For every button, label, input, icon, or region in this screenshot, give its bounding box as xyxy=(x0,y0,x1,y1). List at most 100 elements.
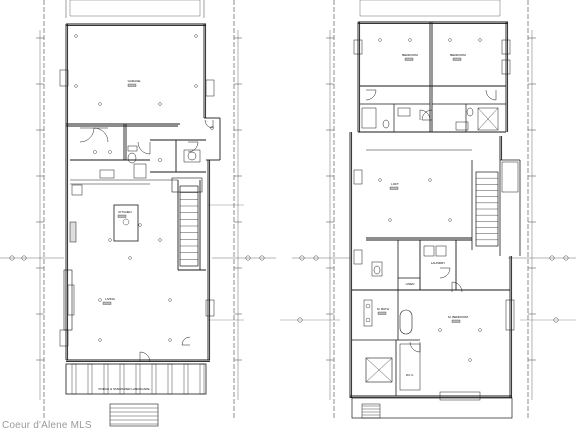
door-swing xyxy=(421,109,433,121)
shower-2 xyxy=(477,107,499,131)
loft-tag xyxy=(389,186,399,190)
ceiling-light xyxy=(194,34,198,38)
ceiling-light xyxy=(98,298,102,302)
light-fixture xyxy=(210,126,214,130)
toilet-1 xyxy=(382,119,390,129)
shower-x xyxy=(477,107,499,131)
door-swing xyxy=(439,267,451,279)
front-steps xyxy=(109,403,159,427)
ceiling-light xyxy=(194,84,198,88)
bedroom-tag xyxy=(452,57,462,61)
ceiling-light xyxy=(158,238,162,242)
door-swing xyxy=(365,89,377,101)
island-sink xyxy=(122,218,130,226)
door-swing xyxy=(409,341,421,353)
water-heater xyxy=(183,149,201,163)
kitchen-room-tag xyxy=(117,214,127,218)
window xyxy=(353,169,363,185)
top-dim-box xyxy=(69,0,201,17)
porch-post xyxy=(199,363,205,395)
door-swing-mud xyxy=(93,127,109,143)
room-label-master-bath: M. BATH xyxy=(377,307,389,311)
window xyxy=(353,39,363,55)
door-swing xyxy=(419,109,431,121)
room-label-linen: LINEN xyxy=(406,282,415,286)
window-master-bottom xyxy=(439,391,481,401)
vanity-2 xyxy=(455,121,469,131)
porch-post xyxy=(103,363,109,395)
grid-bubble xyxy=(297,317,303,323)
ceiling-light xyxy=(438,328,442,332)
pantry-shelf xyxy=(71,184,83,196)
grid-bubble xyxy=(299,255,305,261)
ceiling-light xyxy=(138,223,142,227)
window xyxy=(205,79,215,97)
refrigerator xyxy=(133,163,147,179)
deck-outline xyxy=(351,397,513,419)
ceiling-light xyxy=(468,358,472,362)
vanity-master xyxy=(363,299,373,327)
bath-tag xyxy=(377,311,387,315)
ceiling-light xyxy=(448,38,452,42)
sink-vanity xyxy=(127,145,138,152)
range xyxy=(99,169,115,179)
top-dim-box xyxy=(359,0,501,17)
ceiling-light xyxy=(388,218,392,222)
grid-bubble xyxy=(245,255,251,261)
ceiling-light xyxy=(98,338,102,342)
garage-room-tag xyxy=(127,83,137,87)
door-swing-side xyxy=(204,119,214,129)
closet-shelving xyxy=(399,343,421,391)
ceiling-light xyxy=(108,238,112,242)
grid-bubble xyxy=(553,317,559,323)
porch-post xyxy=(119,363,125,395)
room-label-living: LIVING xyxy=(105,297,116,301)
window xyxy=(59,329,69,347)
stair-landing xyxy=(171,177,203,193)
porch-post xyxy=(183,363,189,395)
light-fixture xyxy=(93,150,97,154)
mls-watermark: Coeur d'Alene MLS xyxy=(2,420,92,431)
window xyxy=(353,249,363,265)
toilet-master-box xyxy=(371,261,383,277)
window-stair xyxy=(501,161,519,193)
door-swing xyxy=(187,141,199,153)
door-swing xyxy=(181,336,191,346)
vanity-1 xyxy=(397,107,411,117)
built-in xyxy=(67,284,75,316)
ceiling-light xyxy=(478,328,482,332)
door-swing-bath xyxy=(137,141,151,155)
grid-bubble xyxy=(21,255,27,261)
ceiling-light xyxy=(74,84,78,88)
kitchen-island xyxy=(113,204,139,242)
fireplace xyxy=(63,269,73,331)
room-labels: GARAGE KITCHEN LIVING PORCH & STAIRS PER… xyxy=(98,53,468,391)
door-swing-front xyxy=(139,351,151,363)
room-label-laundry: LAUNDRY xyxy=(431,261,445,265)
light-fixture xyxy=(108,150,112,154)
toilet-2 xyxy=(466,107,474,117)
grid-bubble xyxy=(9,255,15,261)
window xyxy=(59,69,69,87)
window xyxy=(501,59,511,75)
toilet-master xyxy=(373,265,381,275)
ceiling-light xyxy=(478,38,482,42)
deck-stair xyxy=(361,403,381,419)
washer xyxy=(423,245,435,257)
shower-master xyxy=(365,357,393,383)
master-tag xyxy=(451,319,461,323)
dimension-lines xyxy=(0,0,576,418)
grid-bubble xyxy=(313,255,319,261)
porch-post xyxy=(167,363,173,395)
window-kitchen xyxy=(69,221,77,243)
ceiling-light xyxy=(408,38,412,42)
sink-master xyxy=(365,303,371,309)
ceiling-light xyxy=(378,38,382,42)
window-master xyxy=(505,299,515,331)
ceiling-light xyxy=(158,102,162,106)
room-label-closet: W.I.C. xyxy=(406,373,414,377)
room-label-loft: LOFT xyxy=(391,182,399,186)
grid-bubble xyxy=(563,255,569,261)
grid-bubble xyxy=(549,255,555,261)
